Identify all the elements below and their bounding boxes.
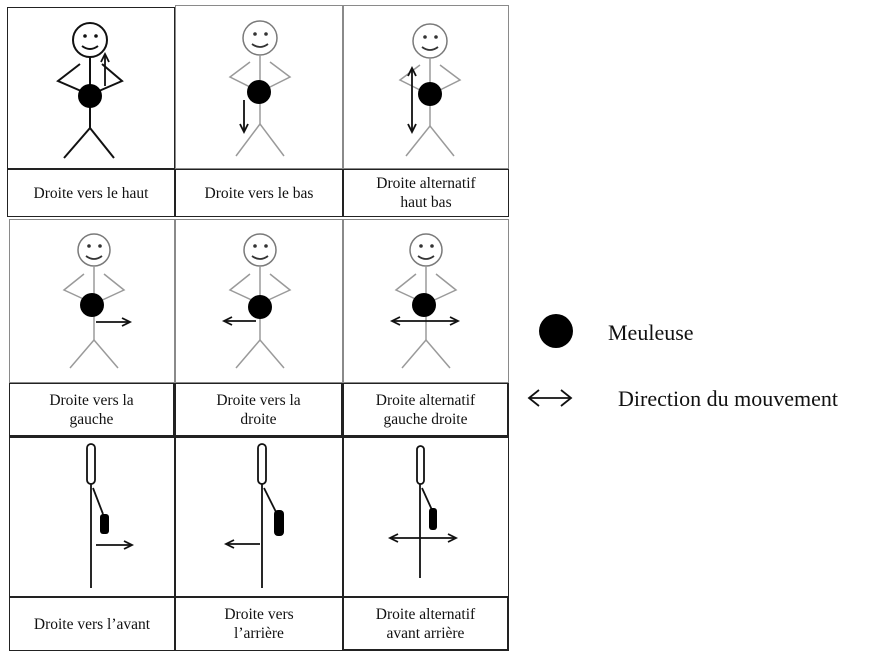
stick-figure-right-icon (221, 233, 292, 369)
panel-left (9, 219, 175, 383)
side-figure-backward-icon (223, 443, 284, 588)
caption-text: Droite vers l’avant (33, 615, 151, 633)
caption-text: Droite alternatif avant arrière (375, 605, 476, 642)
caption-forward-backward: Droite alternatif avant arrière (343, 597, 509, 651)
caption-up: Droite vers le haut (7, 169, 175, 217)
side-figure-forward-backward-icon (387, 445, 459, 578)
stick-figure-down-icon (228, 20, 292, 157)
panel-down (175, 5, 343, 169)
caption-text: Droite alternatif haut bas (376, 175, 476, 211)
caption-forward: Droite vers l’avant (9, 597, 175, 651)
caption-up-down: Droite alternatif haut bas (343, 169, 509, 217)
caption-left: Droite vers la gauche (9, 383, 175, 437)
panel-up (7, 7, 175, 169)
stick-figure-left-right-icon (389, 233, 461, 369)
panel-backward (175, 437, 343, 597)
double-arrow-legend-icon (527, 389, 573, 407)
caption-text: Droite vers le haut (33, 184, 149, 202)
caption-text: Droite vers la droite (216, 391, 301, 428)
stick-figure-left-icon (62, 233, 133, 369)
caption-left-right: Droite alternatif gauche droite (343, 383, 509, 437)
caption-backward: Droite vers l’arrière (175, 597, 343, 651)
caption-text: Droite vers l’arrière (224, 606, 294, 642)
legend: Meuleuse Direction du mouvement (520, 300, 886, 430)
caption-text: Droite alternatif gauche droite (375, 391, 476, 428)
legend-grinder-label: Meuleuse (608, 320, 694, 345)
panel-forward (9, 437, 175, 597)
panel-up-down (343, 5, 509, 169)
caption-text: Droite vers la gauche (49, 391, 134, 428)
side-figure-forward-icon (86, 443, 135, 588)
caption-text: Droite vers le bas (204, 184, 314, 202)
panel-left-right (343, 219, 509, 383)
caption-down: Droite vers le bas (175, 169, 343, 217)
stick-figure-up-icon (56, 22, 124, 159)
grinder-legend-icon (539, 314, 573, 348)
legend-direction-label: Direction du mouvement (618, 386, 838, 411)
caption-right: Droite vers la droite (175, 383, 343, 437)
panel-right (175, 219, 343, 383)
panel-forward-backward (343, 437, 509, 597)
stick-figure-up-down-icon (398, 23, 462, 157)
